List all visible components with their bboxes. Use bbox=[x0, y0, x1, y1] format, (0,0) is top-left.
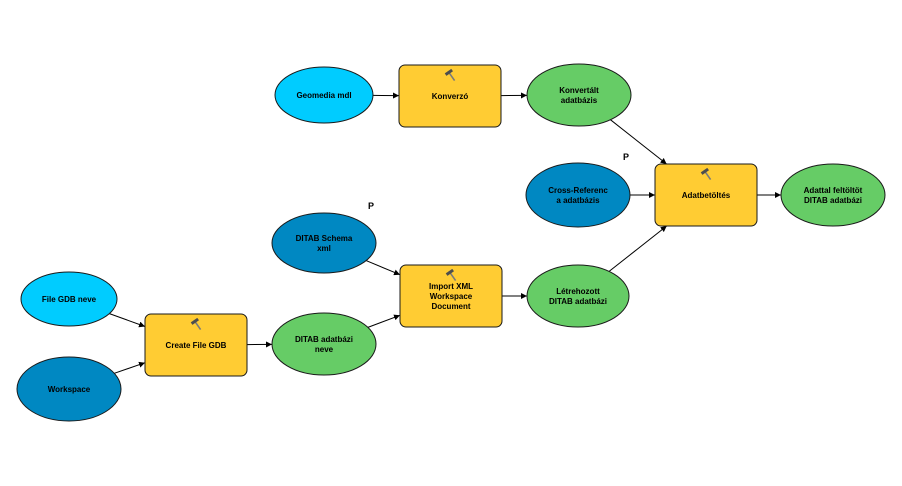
node-label: Cross-Referenc bbox=[548, 186, 608, 195]
connector-letrehozott-to-adatbetoltes[interactable] bbox=[608, 225, 668, 272]
node-create-file-gdb[interactable]: Create File GDB bbox=[144, 313, 248, 377]
node-label: adatbázis bbox=[561, 96, 598, 105]
output-ellipse bbox=[271, 312, 377, 376]
hammer-icon bbox=[700, 167, 712, 181]
node-label: File GDB neve bbox=[42, 295, 97, 304]
node-label: neve bbox=[315, 345, 334, 354]
node-label: Konverzó bbox=[432, 92, 469, 101]
input-ellipse bbox=[20, 271, 118, 327]
hammer-icon bbox=[445, 268, 457, 282]
node-file-gdb-neve[interactable]: File GDB neve bbox=[20, 271, 118, 327]
output-ellipse bbox=[526, 63, 632, 127]
tool-box bbox=[654, 163, 758, 227]
connector-konvertalt-to-adatbetoltes[interactable] bbox=[610, 119, 667, 165]
node-label: Workspace bbox=[48, 385, 91, 394]
node-label: DITAB adatbázi bbox=[549, 297, 607, 306]
hammer-icon bbox=[190, 317, 202, 331]
node-label: Adatbetöltés bbox=[682, 191, 731, 200]
input-ellipse bbox=[271, 212, 377, 274]
node-label: DITAB Schema bbox=[296, 234, 353, 243]
node-label: xml bbox=[317, 244, 331, 253]
input-ellipse bbox=[16, 356, 122, 422]
input-ellipse bbox=[525, 162, 631, 228]
connector-ditab-adatbazis-neve-to-import-xml[interactable] bbox=[367, 314, 401, 328]
connector-ditab-schema-to-import-xml[interactable] bbox=[365, 260, 401, 276]
node-konverzo[interactable]: Konverzó bbox=[398, 64, 502, 128]
connector-workspace-to-create-file-gdb[interactable] bbox=[114, 361, 146, 374]
node-label: a adatbázis bbox=[556, 196, 600, 205]
node-label: Document bbox=[431, 302, 470, 311]
node-label: Create File GDB bbox=[166, 341, 227, 350]
node-label: DITAB adatbázi bbox=[804, 196, 862, 205]
node-adatbetoltes[interactable]: Adatbetöltés bbox=[654, 163, 758, 227]
node-label: Geomedia mdl bbox=[296, 91, 351, 100]
parameter-marker: P bbox=[623, 152, 629, 162]
tool-box bbox=[144, 313, 248, 377]
node-label: Workspace bbox=[430, 292, 473, 301]
node-label: Létrehozott bbox=[556, 287, 600, 296]
output-ellipse bbox=[526, 264, 630, 328]
node-label: DITAB adatbázi bbox=[295, 335, 353, 344]
hammer-icon bbox=[444, 68, 456, 82]
parameter-marker: P bbox=[368, 201, 374, 211]
tool-box bbox=[399, 264, 503, 328]
node-label: Import XML bbox=[429, 282, 473, 291]
node-workspace[interactable]: Workspace bbox=[16, 356, 122, 422]
node-geomedia-mdl[interactable]: Geomedia mdl bbox=[274, 66, 374, 124]
node-label: Adattal feltöltöt bbox=[804, 186, 863, 195]
tool-box bbox=[398, 64, 502, 128]
node-label: Konvertált bbox=[559, 86, 599, 95]
connector-file-gdb-neve-to-create-file-gdb[interactable] bbox=[109, 313, 146, 328]
output-ellipse bbox=[780, 163, 886, 227]
input-ellipse bbox=[274, 66, 374, 124]
